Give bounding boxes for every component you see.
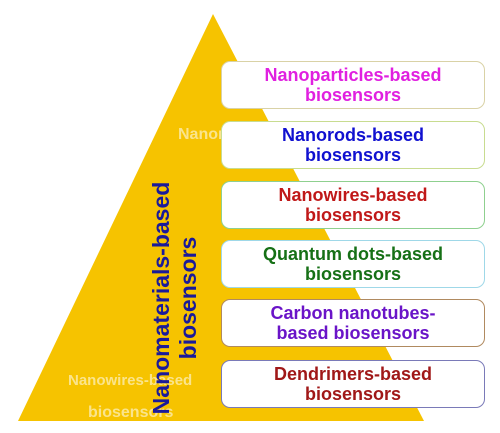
tier-label-line-2: based biosensors — [276, 323, 430, 343]
tier-label-line-1: Dendrimers-based — [273, 364, 433, 384]
pyramid-title-line-1: Nanomaterials-based — [148, 181, 174, 415]
tier-label-line-2: biosensors — [304, 145, 402, 165]
tier-box-quantum-dots: Quantum dots-based biosensors — [221, 240, 485, 288]
tier-label-line-2: biosensors — [304, 85, 402, 105]
ghost-text-5: biosensors — [88, 404, 174, 421]
ghost-text-1: Nanoparticles-based — [2, 128, 150, 145]
tier-box-dendrimers: Dendrimers-based biosensors — [221, 360, 485, 408]
tier-label-line-2: biosensors — [304, 384, 402, 404]
tier-box-nanoparticles: Nanoparticles-based biosensors — [221, 61, 485, 109]
tier-label-line-2: biosensors — [304, 264, 402, 284]
tier-box-nanowires: Nanowires-based biosensors — [221, 181, 485, 229]
tier-label-line-2: biosensors — [304, 205, 402, 225]
tier-label-line-1: Nanowires-based — [278, 185, 428, 205]
pyramid-title-line-2: biosensors — [175, 236, 201, 360]
ghost-text-2: biosensors — [4, 146, 79, 162]
ghost-text-3: Nanowires-based — [68, 372, 193, 389]
tier-box-carbon-nanotubes: Carbon nanotubes- based biosensors — [221, 299, 485, 347]
tier-label-line-1: Quantum dots-based — [262, 244, 443, 264]
pyramid-title: Nanomaterials-based biosensors — [148, 178, 202, 418]
tier-box-nanorods: Nanorods-based biosensors — [221, 121, 485, 169]
tier-label-line-1: Carbon nanotubes- — [270, 303, 436, 323]
tier-label-line-1: Nanorods-based — [281, 125, 425, 145]
tier-label-line-1: Nanoparticles-based — [264, 65, 442, 85]
